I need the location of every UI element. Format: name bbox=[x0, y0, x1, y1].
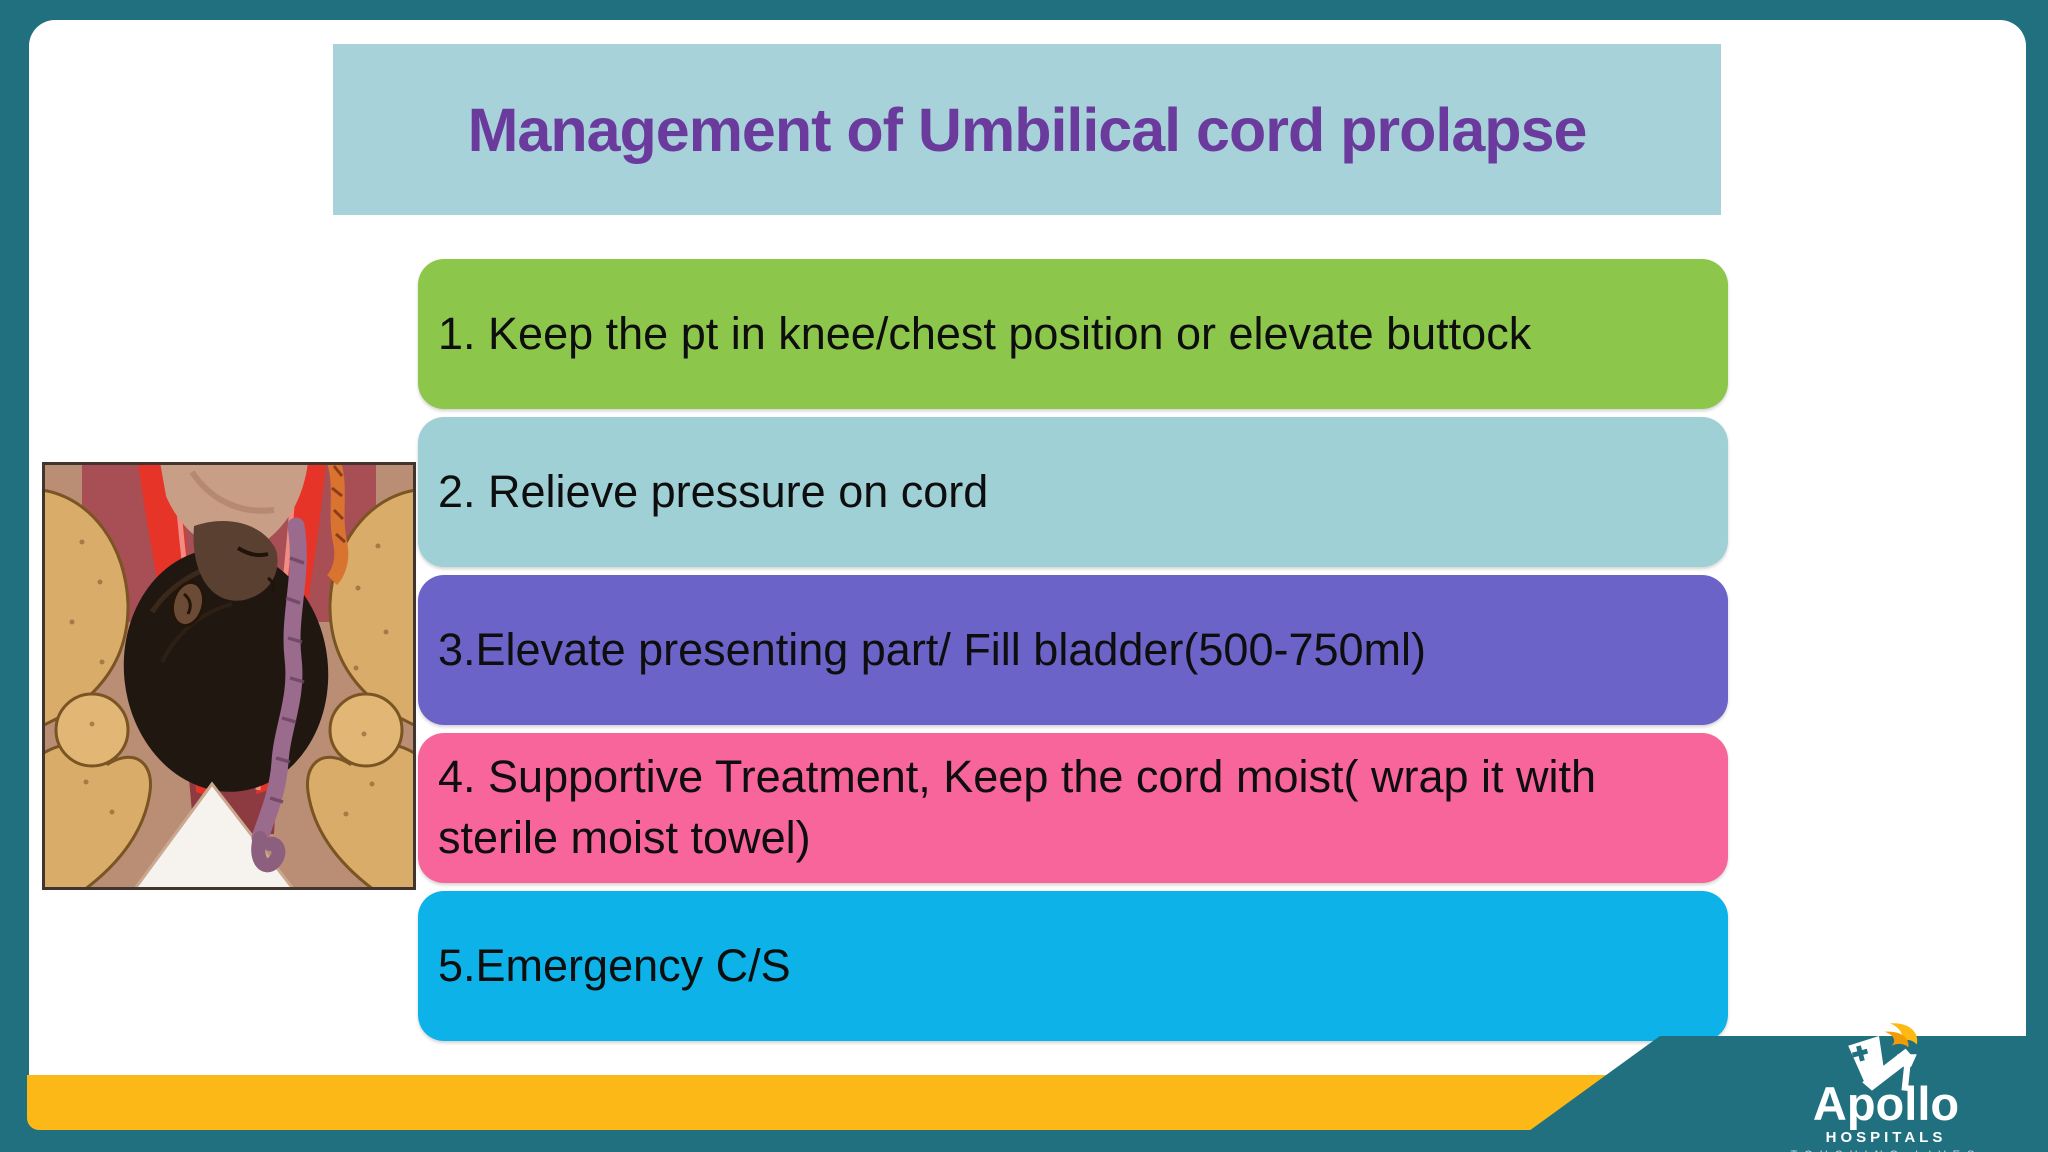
step-item-1: 1. Keep the pt in knee/chest position or… bbox=[418, 259, 1728, 409]
step-item-3: 3.Elevate presenting part/ Fill bladder(… bbox=[418, 575, 1728, 725]
page-title: Management of Umbilical cord prolapse bbox=[467, 95, 1588, 164]
step-item-2: 2. Relieve pressure on cord bbox=[418, 417, 1728, 567]
apollo-torch-icon bbox=[1848, 1023, 1918, 1091]
logo-division: HOSPITALS bbox=[1825, 1129, 1947, 1146]
footer-gold-bar bbox=[27, 1075, 2026, 1130]
pelvis-illustration bbox=[42, 462, 416, 890]
step-item-4: 4. Supportive Treatment, Keep the cord m… bbox=[418, 733, 1728, 883]
step-item-5: 5.Emergency C/S bbox=[418, 891, 1728, 1041]
steps-list: 1. Keep the pt in knee/chest position or… bbox=[418, 259, 1728, 1041]
logo-tagline: TOUCHING LIVES bbox=[1791, 1150, 1982, 1152]
apollo-logo: Apollo HOSPITALS TOUCHING LIVES bbox=[1770, 1022, 2002, 1152]
title-banner: Management of Umbilical cord prolapse bbox=[333, 44, 1721, 215]
logo-brand: Apollo bbox=[1812, 1077, 1960, 1130]
